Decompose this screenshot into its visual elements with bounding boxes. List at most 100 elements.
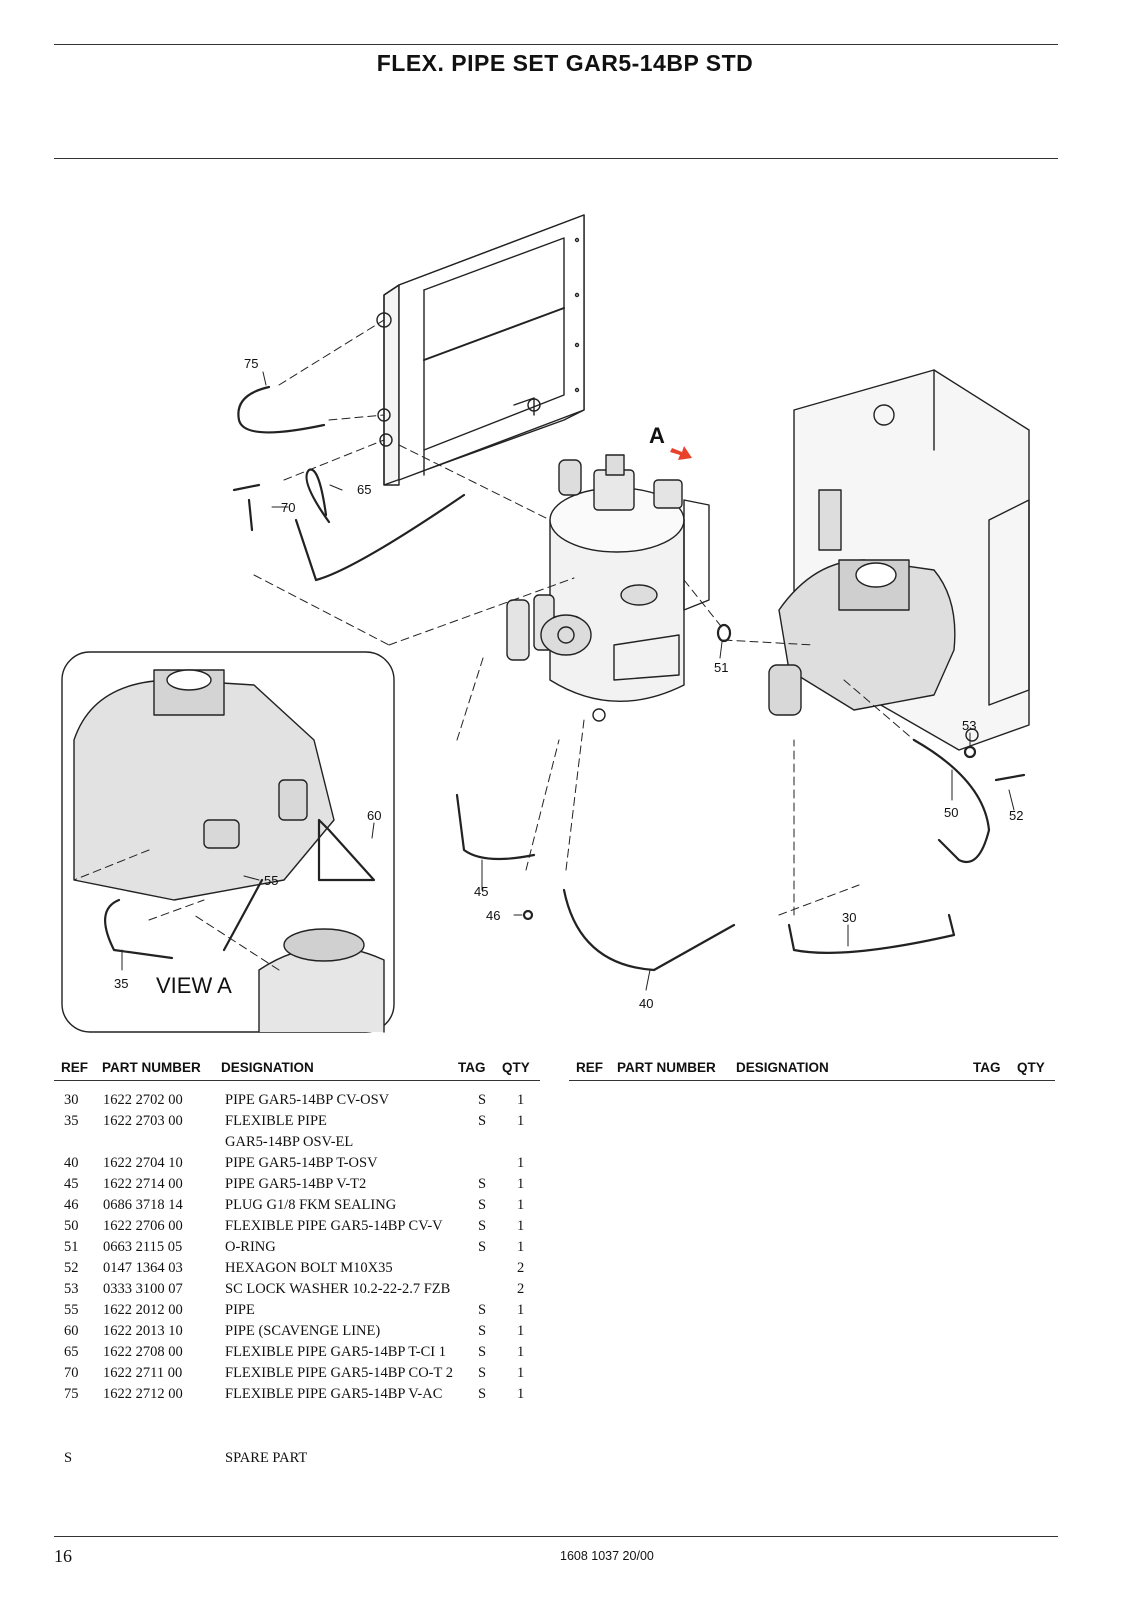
cell-designation: GAR5-14BP OSV-EL xyxy=(225,1134,354,1150)
cell-designation: PIPE (SCAVENGE LINE) xyxy=(225,1323,381,1339)
cell-qty: 1 xyxy=(517,1155,525,1171)
table-row: 75 1622 2712 00 FLEXIBLE PIPE GAR5-14BP V-… xyxy=(54,1386,554,1407)
callout-51: 51 xyxy=(714,660,728,675)
cell-part-number: 1622 2706 00 xyxy=(103,1218,183,1234)
cell-part-number: 0686 3718 14 xyxy=(103,1197,183,1213)
exploded-parts-drawing: A 75 65 70 51 53 52 50 60 55 45 46 40 30… xyxy=(61,214,1030,1033)
pipe-75 xyxy=(237,385,326,434)
callout-75: 75 xyxy=(244,356,258,371)
header-ref-2: REF xyxy=(576,1060,603,1075)
cell-tag: S xyxy=(478,1302,487,1318)
header-ref: REF xyxy=(61,1060,88,1075)
cell-qty: 1 xyxy=(517,1239,525,1255)
callout-40: 40 xyxy=(639,996,653,1011)
cell-designation: SC LOCK WASHER 10.2-22-2.7 FZB xyxy=(225,1281,451,1297)
legend-meaning: SPARE PART xyxy=(225,1450,308,1466)
cell-tag: S xyxy=(478,1176,487,1192)
cell-tag: S xyxy=(478,1218,487,1234)
header-qty-2: QTY xyxy=(1017,1060,1045,1075)
cell-designation: FLEXIBLE PIPE GAR5-14BP V-AC xyxy=(225,1386,443,1402)
cell-ref: 35 xyxy=(64,1113,79,1129)
cell-qty: 2 xyxy=(517,1281,525,1297)
pipe-45 xyxy=(455,793,536,861)
view-marker: A xyxy=(649,423,665,448)
header-designation: DESIGNATION xyxy=(221,1060,314,1075)
callout-30: 30 xyxy=(842,910,856,925)
pipe-40 xyxy=(562,888,736,972)
page-title: FLEX. PIPE SET GAR5-14BP STD xyxy=(376,50,754,76)
header-designation-2: DESIGNATION xyxy=(736,1060,829,1075)
pipe-50 xyxy=(912,738,991,863)
pipe-60 xyxy=(317,818,376,882)
table-header-right: REF PART NUMBER DESIGNATION TAG QTY xyxy=(569,1060,1049,1080)
cell-designation: FLEXIBLE PIPE GAR5-14BP CO-T 2 xyxy=(225,1365,453,1381)
callout-65: 65 xyxy=(357,482,371,497)
cell-designation: FLEXIBLE PIPE xyxy=(225,1113,327,1129)
view-a-inset xyxy=(61,651,395,1033)
cell-designation: FLEXIBLE PIPE GAR5-14BP T-CI 1 xyxy=(225,1344,447,1360)
cell-tag: S xyxy=(478,1197,487,1213)
compressor-block-drawing xyxy=(768,369,1030,751)
callout-45: 45 xyxy=(474,884,488,899)
cell-part-number: 1622 2013 10 xyxy=(103,1323,183,1339)
callout-60: 60 xyxy=(367,808,381,823)
cell-qty: 1 xyxy=(517,1197,525,1213)
bolt-52 xyxy=(994,773,1026,782)
cell-ref: 50 xyxy=(64,1218,79,1234)
cell-part-number: 1622 2702 00 xyxy=(103,1092,183,1108)
top-rule xyxy=(54,44,1058,45)
cell-ref: 46 xyxy=(64,1197,79,1213)
cell-part-number: 1622 2708 00 xyxy=(103,1344,183,1360)
header-rule-left xyxy=(54,1080,540,1081)
cell-qty: 1 xyxy=(517,1092,525,1108)
pipe-70 xyxy=(232,483,261,532)
cell-qty: 1 xyxy=(517,1323,525,1339)
callout-55: 55 xyxy=(264,873,278,888)
document-number: 1608 1037 20/00 xyxy=(560,1549,654,1563)
cell-designation: PIPE xyxy=(225,1302,255,1318)
cell-part-number: 0663 2115 05 xyxy=(103,1239,183,1255)
table-header-left: REF PART NUMBER DESIGNATION TAG QTY xyxy=(54,1060,534,1080)
cell-tag: S xyxy=(478,1323,487,1339)
callout-53: 53 xyxy=(962,718,976,733)
cell-qty: 1 xyxy=(517,1176,525,1192)
page-number: 16 xyxy=(54,1546,72,1566)
title-bottom-rule xyxy=(54,158,1058,159)
header-tag-2: TAG xyxy=(973,1060,1001,1075)
legend-code: S xyxy=(64,1450,73,1466)
cell-designation: O-RING xyxy=(225,1239,276,1255)
cell-designation: FLEXIBLE PIPE GAR5-14BP CV-V xyxy=(225,1218,443,1234)
callout-52: 52 xyxy=(1009,808,1023,823)
cell-tag: S xyxy=(478,1344,487,1360)
cell-tag: S xyxy=(478,1239,487,1255)
cell-qty: 1 xyxy=(517,1218,525,1234)
cell-qty: 1 xyxy=(517,1113,525,1129)
table-row: GAR5-14BP OSV-EL xyxy=(54,1134,554,1155)
header-qty: QTY xyxy=(502,1060,530,1075)
pipe-65 xyxy=(294,468,466,582)
cell-part-number: 1622 2704 10 xyxy=(103,1155,183,1171)
cell-designation: PIPE GAR5-14BP CV-OSV xyxy=(225,1092,390,1108)
cell-qty: 1 xyxy=(517,1386,525,1402)
washer-53 xyxy=(963,745,977,759)
cell-ref: 75 xyxy=(64,1386,79,1402)
cell-ref: 51 xyxy=(64,1239,79,1255)
callout-46: 46 xyxy=(486,908,500,923)
pipe-35 xyxy=(104,898,174,960)
footer-rule xyxy=(54,1536,1058,1537)
table-row: 50 1622 2706 00 FLEXIBLE PIPE GAR5-14BP CV… xyxy=(54,1218,554,1239)
table-row: 51 0663 2115 05 O-RING S 1 xyxy=(54,1239,554,1260)
plug-46 xyxy=(522,909,534,921)
cell-part-number: 1622 2712 00 xyxy=(103,1386,183,1402)
separator-vessel-drawing xyxy=(506,454,710,722)
cell-ref: 45 xyxy=(64,1176,79,1192)
cell-part-number: 1622 2012 00 xyxy=(103,1302,183,1318)
header-tag: TAG xyxy=(458,1060,486,1075)
